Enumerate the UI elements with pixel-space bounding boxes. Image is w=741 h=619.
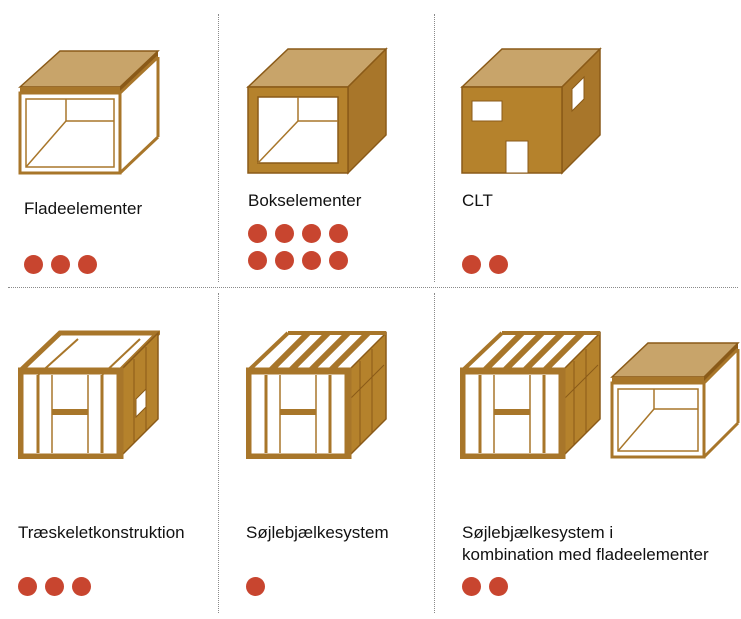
divider-horizontal	[8, 287, 738, 288]
rating-dot	[329, 224, 348, 243]
rating-dot	[45, 577, 64, 596]
rating-bokselementer	[248, 224, 348, 278]
rating-dot	[78, 255, 97, 274]
rating-dot	[24, 255, 43, 274]
rating-fladeelementer	[24, 255, 97, 282]
label-sojlebjaelkesystem-kombination-line1: Søjlebjælkesystem i	[462, 523, 614, 542]
rating-dot	[329, 251, 348, 270]
rating-dot	[18, 577, 37, 596]
rating-sojlebjaelkesystem-kombination	[462, 577, 508, 604]
rating-clt	[462, 255, 508, 282]
cell-traeskeletkonstruktion: Træskeletkonstruktion	[0, 287, 218, 619]
rating-traeskeletkonstruktion	[18, 577, 91, 604]
rating-dot	[302, 251, 321, 270]
rating-dot	[489, 255, 508, 274]
label-sojlebjaelkesystem-kombination-line2: kombination med fladeelementer	[462, 545, 709, 564]
flat-element-combo-icon	[610, 342, 740, 459]
rating-dot	[72, 577, 91, 596]
rating-dot	[275, 224, 294, 243]
flat-element-icon	[18, 50, 160, 175]
label-clt: CLT	[462, 191, 493, 210]
rating-sojlebjaelkesystem	[246, 577, 265, 604]
rating-dot	[462, 577, 481, 596]
rating-dot	[302, 224, 321, 243]
rating-dot	[275, 251, 294, 270]
cell-sojlebjaelkesystem: Søjlebjælkesystem	[218, 287, 434, 619]
divider-vertical-4	[434, 293, 435, 613]
post-beam-combo-icon	[460, 330, 601, 459]
cell-bokselementer: Bokselementer	[218, 0, 434, 287]
label-bokselementer: Bokselementer	[248, 191, 362, 210]
cell-fladeelementer: Fladeelementer	[0, 0, 218, 287]
label-sojlebjaelkesystem: Søjlebjælkesystem	[246, 523, 389, 542]
label-fladeelementer: Fladeelementer	[24, 199, 143, 218]
rating-dot	[246, 577, 265, 596]
rating-dot	[248, 224, 267, 243]
cell-clt: CLT	[434, 0, 741, 287]
rating-dot	[248, 251, 267, 270]
clt-icon	[460, 47, 602, 175]
divider-vertical-1	[218, 14, 219, 282]
post-beam-icon	[246, 330, 387, 459]
rating-dot	[462, 255, 481, 274]
divider-vertical-2	[434, 14, 435, 282]
divider-vertical-3	[218, 293, 219, 613]
timber-frame-icon	[18, 330, 160, 459]
label-traeskeletkonstruktion: Træskeletkonstruktion	[18, 523, 185, 542]
rating-dot	[51, 255, 70, 274]
rating-dot	[489, 577, 508, 596]
cell-sojlebjaelkesystem-kombination: Søjlebjælkesystem i kombination med flad…	[434, 287, 741, 619]
box-element-icon	[246, 47, 388, 175]
